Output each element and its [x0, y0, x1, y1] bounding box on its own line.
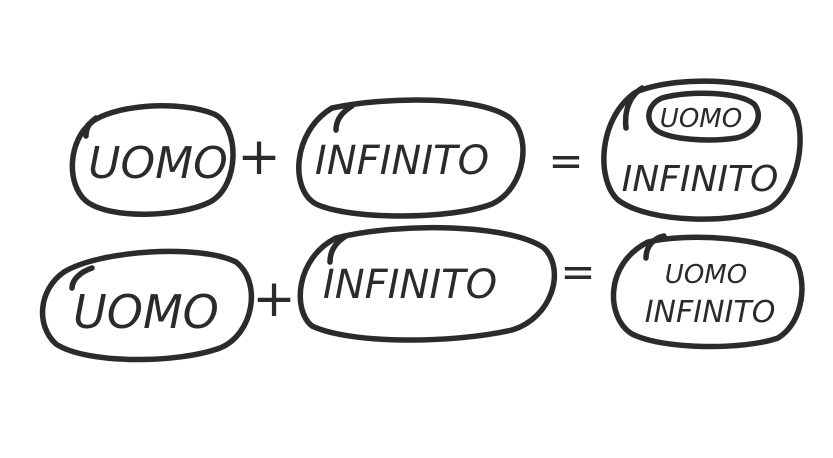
equals-sign-2: =: [560, 247, 595, 296]
infinito-bubble-2-outline: [297, 224, 558, 343]
result-inner-label-1: UOMO: [660, 104, 742, 134]
result-outer-label-1: INFINITO: [622, 159, 779, 200]
infinito-label-1: INFINITO: [315, 138, 489, 184]
result-bubble-1-outline: [601, 78, 803, 222]
equation-row-2: UOMO + INFINITO = UOMO INFINITO: [39, 224, 805, 363]
uomo-bubble-1-outline: [69, 103, 236, 217]
result-line1-label-2: UOMO: [665, 260, 747, 290]
infinito-bubble-1-outline: [296, 97, 526, 219]
infinito-bubble-2: INFINITO: [297, 224, 558, 343]
uomo-bubble-1-hook: [83, 115, 99, 139]
result-bubble-2-hook: [643, 233, 667, 261]
uomo-bubble-1: UOMO: [69, 103, 236, 217]
uomo-label-2: UOMO: [73, 285, 219, 339]
infinito-label-2: INFINITO: [323, 262, 497, 308]
result-inner-bubble-1-outline: [646, 90, 761, 143]
infinito-bubble-1: INFINITO: [296, 97, 526, 219]
infinito-bubble-1-hook: [333, 103, 355, 133]
equation-row-1: UOMO + INFINITO = UOMO INFINITO: [69, 78, 803, 222]
uomo-label-1: UOMO: [88, 138, 227, 189]
plus-sign-1: +: [237, 127, 281, 187]
result-bubble-1: UOMO INFINITO: [601, 78, 803, 222]
uomo-bubble-2-outline: [39, 248, 255, 363]
result-bubble-2: UOMO INFINITO: [610, 233, 805, 350]
infinito-bubble-2-hook: [327, 233, 349, 265]
uomo-bubble-2: UOMO: [39, 248, 255, 363]
equals-sign-1: =: [548, 136, 583, 185]
result-bubble-1-hook: [622, 85, 645, 131]
result-line2-label-2: INFINITO: [645, 295, 776, 330]
plus-sign-2: +: [252, 269, 296, 329]
uomo-bubble-2-hook: [69, 265, 95, 291]
result-bubble-2-outline: [610, 234, 805, 350]
